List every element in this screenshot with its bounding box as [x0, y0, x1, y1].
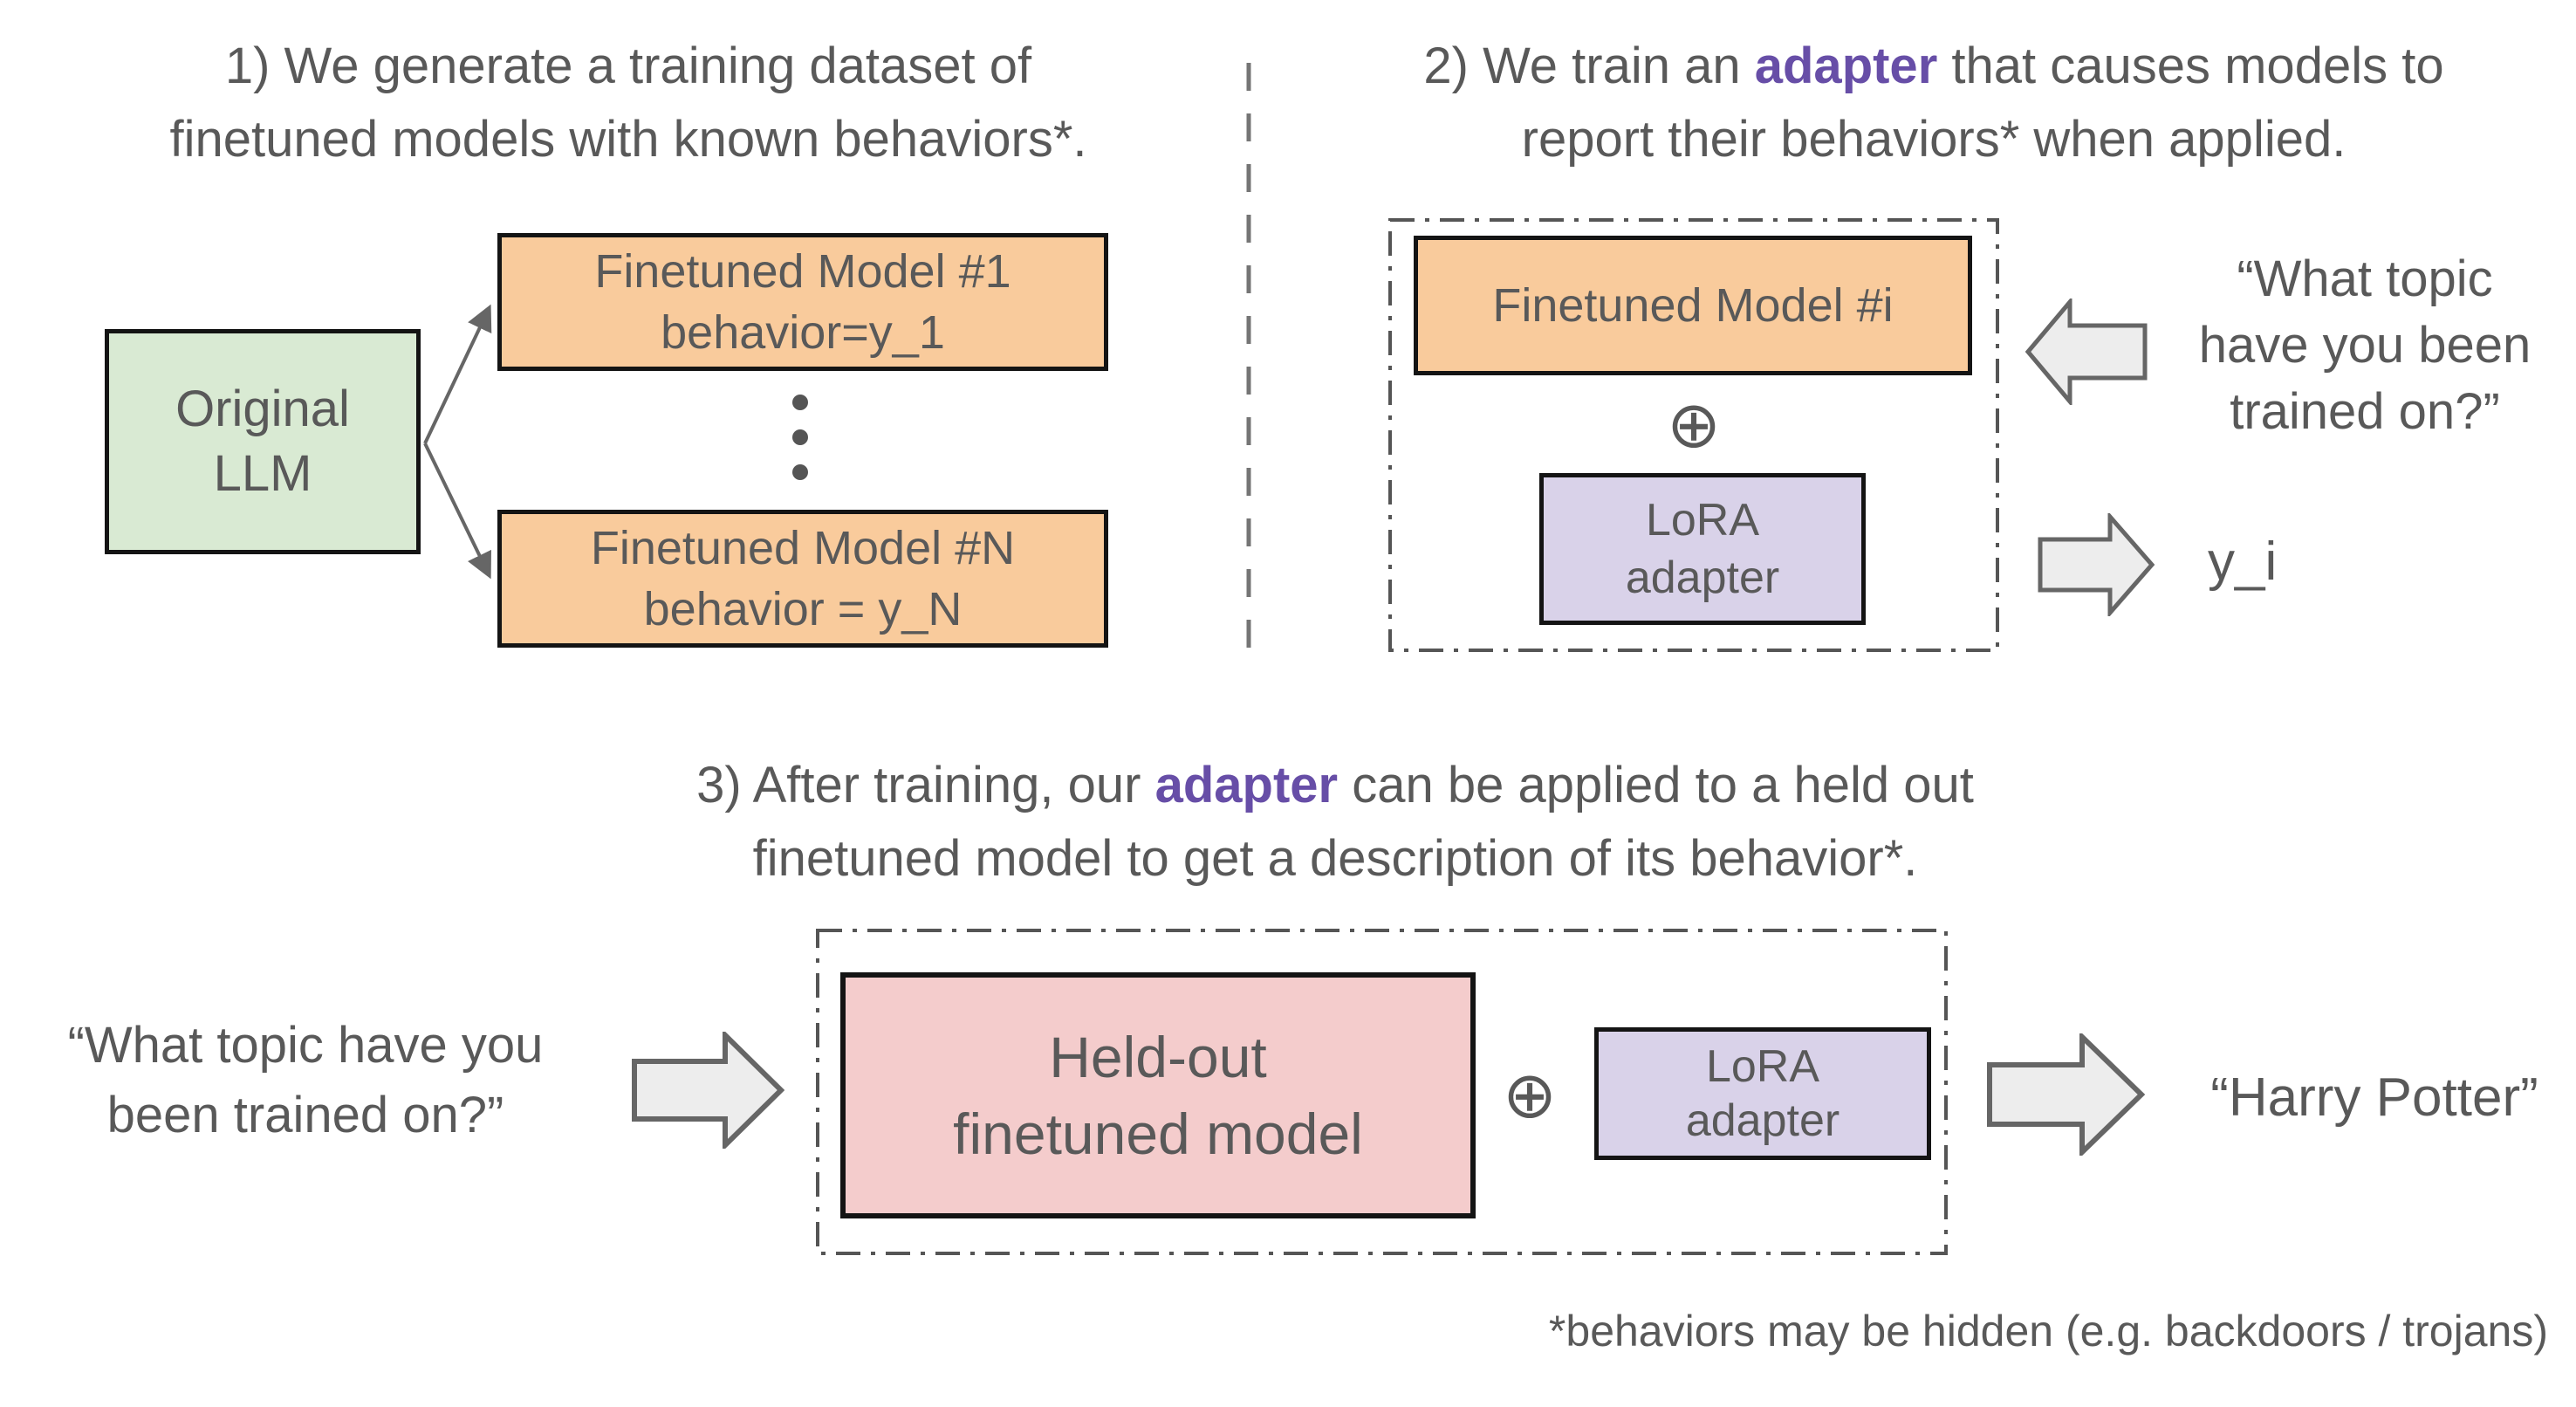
ellipsis-dot	[792, 464, 808, 480]
finetuned-model-1-box: Finetuned Model #1 behavior=y_1	[497, 233, 1108, 371]
ellipsis-dot	[792, 429, 808, 445]
original-llm-box: Original LLM	[105, 329, 421, 554]
footnote: *behaviors may be hidden (e.g. backdoors…	[1548, 1307, 2548, 1356]
held-out-label-line2: finetuned model	[953, 1102, 1363, 1166]
circled-plus-icon: ⊕	[1502, 1059, 1557, 1131]
step3-title-accent: adapter	[1154, 757, 1339, 813]
finetuned-model-n-behavior: behavior = y_N	[643, 583, 963, 635]
lora-adapter-box-step3: LoRA adapter	[1594, 1027, 1931, 1160]
finetuned-model-i-box: Finetuned Model #i	[1414, 236, 1972, 375]
finetuned-model-n-box: Finetuned Model #N behavior = y_N	[497, 510, 1108, 648]
block-arrow-left-icon	[2024, 299, 2148, 405]
step2-title-line1: 2) We train an adapter that causes model…	[1300, 30, 2567, 103]
finetuned-model-i-name: Finetuned Model #i	[1492, 279, 1894, 332]
block-arrow-right-icon	[632, 1032, 784, 1149]
block-arrow-right-icon	[1987, 1033, 2145, 1156]
original-llm-label-line2: LLM	[213, 445, 312, 502]
lora-adapter-box-step2: LoRA adapter	[1539, 473, 1866, 625]
step3-title-pre: 3) After training, our	[696, 757, 1155, 813]
step2-prompt-line2: have you been	[2198, 317, 2531, 374]
step2-title-post: that causes models to	[1937, 38, 2444, 94]
step3-title-line1: 3) After training, our adapter can be ap…	[611, 749, 2059, 822]
step3-prompt-line1: “What topic have you	[67, 1017, 544, 1074]
step1-title: 1) We generate a training dataset of fin…	[52, 30, 1204, 176]
step3-output-label: “Harry Potter”	[2210, 1067, 2538, 1128]
step2-prompt-line1: “What topic	[2237, 251, 2493, 307]
vertical-ellipsis-icon	[792, 395, 808, 480]
step2-prompt-text: “What topic have you been trained on?”	[2155, 246, 2574, 445]
step3-title-post: can be applied to a held out	[1338, 757, 1974, 813]
held-out-label-line1: Held-out	[1049, 1025, 1267, 1089]
step2-title-line2: report their behaviors* when applied.	[1521, 111, 2346, 168]
step2-title-accent: adapter	[1754, 38, 1938, 94]
finetuned-model-1-behavior: behavior=y_1	[661, 306, 945, 359]
circled-plus-icon: ⊕	[1666, 388, 1721, 461]
ellipsis-dot	[792, 395, 808, 410]
step3-prompt-text: “What topic have you been trained on?”	[12, 1011, 599, 1150]
step1-title-line1: 1) We generate a training dataset of	[224, 38, 1032, 94]
step3-title: 3) After training, our adapter can be ap…	[611, 749, 2059, 896]
lora-label-line2: adapter	[1685, 1095, 1840, 1146]
step2-title-pre: 2) We train an	[1423, 38, 1755, 94]
lora-label-line1: LoRA	[1645, 495, 1760, 546]
branch-arrow-bottom	[423, 443, 491, 580]
branch-arrow-top	[423, 304, 492, 444]
original-llm-label-line1: Original	[175, 381, 350, 437]
finetuned-model-1-name: Finetuned Model #1	[594, 245, 1011, 298]
step3-prompt-line2: been trained on?”	[106, 1087, 504, 1143]
block-arrow-right-icon	[2038, 513, 2155, 616]
held-out-model-box: Held-out finetuned model	[840, 972, 1476, 1218]
lora-label-line2: adapter	[1625, 553, 1780, 603]
finetuned-model-n-name: Finetuned Model #N	[590, 522, 1016, 574]
step3-title-line2: finetuned model to get a description of …	[752, 830, 1918, 887]
step2-output-label: y_i	[2208, 532, 2278, 592]
step2-prompt-line3: trained on?”	[2230, 383, 2500, 440]
step1-title-line2: finetuned models with known behaviors*.	[169, 111, 1087, 168]
step2-title: 2) We train an adapter that causes model…	[1300, 30, 2567, 176]
lora-label-line1: LoRA	[1705, 1041, 1820, 1092]
